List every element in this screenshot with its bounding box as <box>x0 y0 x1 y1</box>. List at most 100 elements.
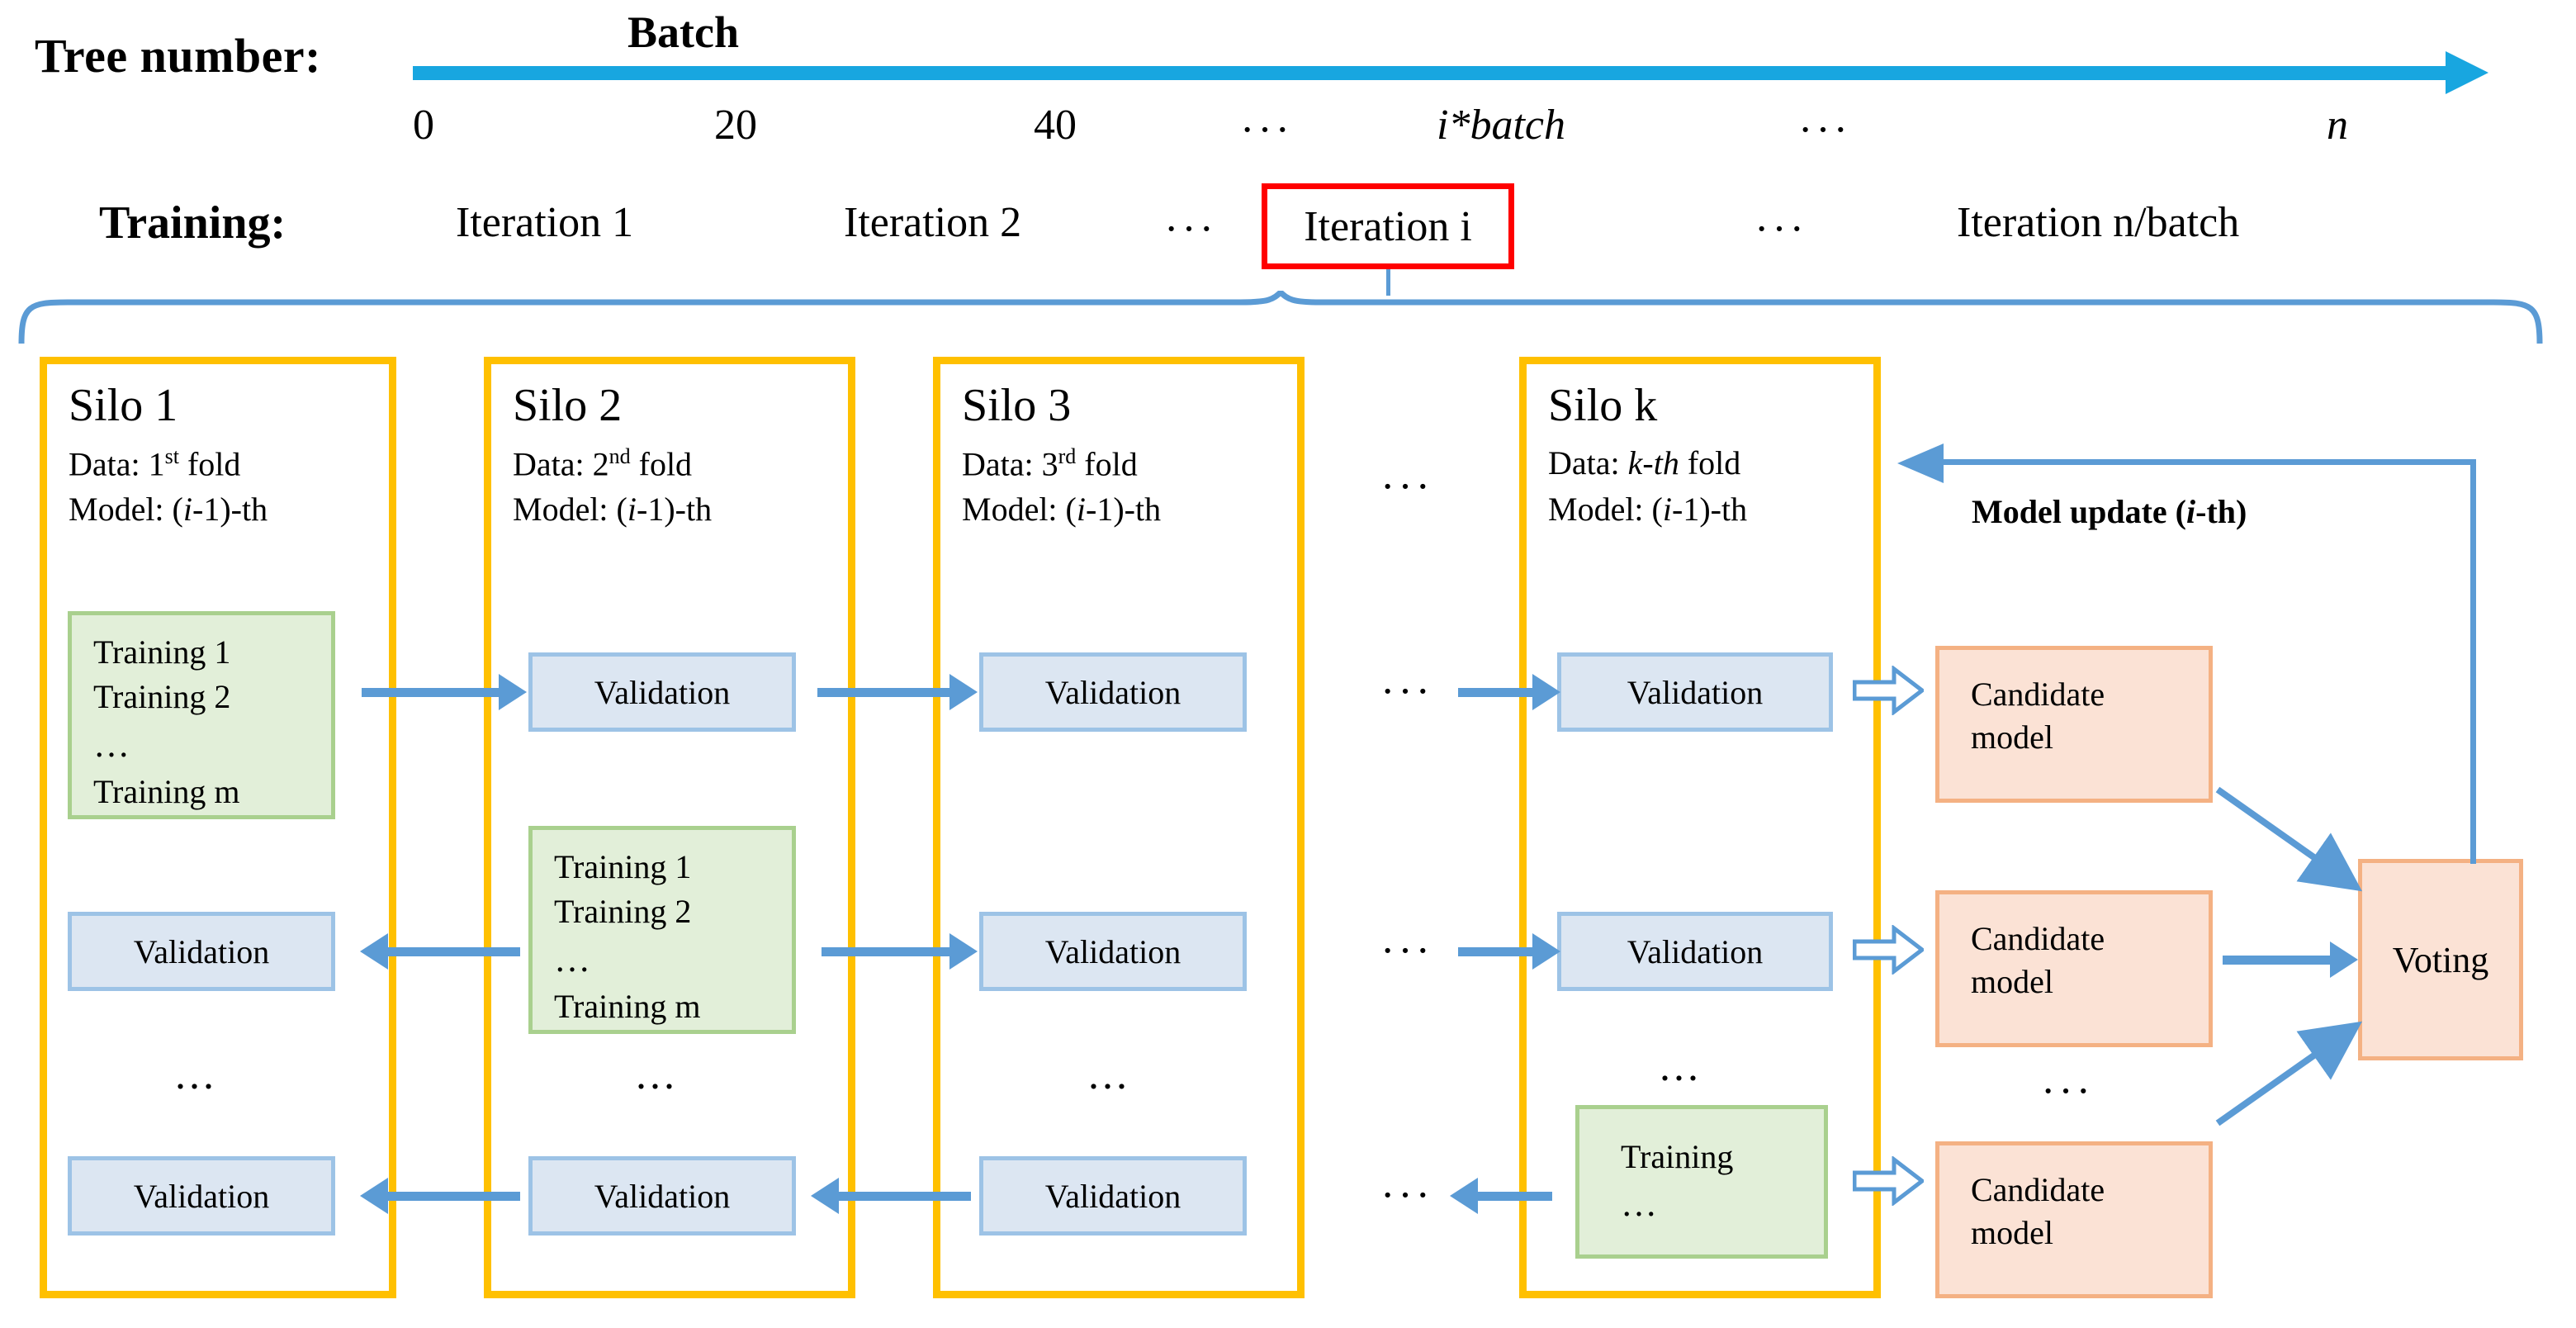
iteration-2-label: Iteration 2 <box>844 199 1022 246</box>
silo-3-validation-top[interactable]: Validation <box>979 652 1247 732</box>
silo-2-model-line: Model: (i-1)-th <box>513 491 713 528</box>
candidate-model-1-line-2: model <box>1971 719 2053 756</box>
silo-1-ellipsis: ... <box>175 1051 217 1098</box>
silo-1-training-line-2: Training 2 <box>93 678 231 716</box>
silo-2-validation-bottom-label: Validation <box>594 1177 731 1215</box>
silo-3-validation-top-label: Validation <box>1044 673 1181 711</box>
arrow-s2-to-s3-shaft <box>817 688 949 697</box>
silo-2-ellipsis: ... <box>636 1051 678 1098</box>
arrow-candidate-1-to-voting <box>2215 786 2363 892</box>
silo-2-training-line-2: Training 2 <box>554 893 692 931</box>
iteration-i-connector <box>1386 269 1390 296</box>
candidate-model-1-box[interactable]: Candidate model <box>1935 646 2213 803</box>
candidate-model-2-box[interactable]: Candidate model <box>1935 890 2213 1047</box>
silo-3-data-prefix: Data: 3 <box>962 445 1058 483</box>
silo-k-model-line: Model: (i-1)-th <box>1548 491 1748 528</box>
silo-2-data-line: Data: 2nd fold <box>513 443 692 485</box>
silo-2-data-suffix: fold <box>630 445 693 483</box>
silo-1-training-line-1: Training 1 <box>93 633 231 671</box>
silo-3-title: Silo 3 <box>962 380 1072 431</box>
silo-3-ellipsis: ... <box>1088 1051 1130 1098</box>
arrow-sk-to-s3-bottom-head <box>1450 1178 1478 1214</box>
silo-2-validation-top-label: Validation <box>594 673 731 711</box>
arrow-s1-to-s2-head <box>499 674 527 710</box>
axis-tick-i-batch: i*batch <box>1437 102 1565 149</box>
silo-3-validation-mid[interactable]: Validation <box>979 912 1247 991</box>
silo-k-training-ellipsis: … <box>1621 1183 1660 1225</box>
candidate-model-1-line-1: Candidate <box>1971 676 2105 713</box>
silo-3-validation-bottom-label: Validation <box>1044 1177 1181 1215</box>
silo-k-validation-top[interactable]: Validation <box>1557 652 1833 732</box>
silo-k-training-box[interactable]: Training … <box>1575 1105 1828 1259</box>
silo-3-model-line: Model: (i-1)-th <box>962 491 1162 528</box>
voting-label: Voting <box>2392 939 2489 980</box>
arrow-candidate-2-to-voting-head <box>2330 941 2358 978</box>
silo-1-validation-mid-label: Validation <box>133 932 270 970</box>
arrow-s2-to-s1-mid-shaft <box>388 947 520 956</box>
silo-1-title: Silo 1 <box>69 380 178 431</box>
silo-3-data-sup: rd <box>1058 444 1077 468</box>
silo-2-data-prefix: Data: 2 <box>513 445 609 483</box>
silo-2-validation-bottom[interactable]: Validation <box>528 1156 796 1236</box>
silo-2-training-line-m: Training m <box>554 987 701 1025</box>
block-arrow-to-candidate-3-icon <box>1853 1156 1924 1206</box>
candidate-model-3-box[interactable]: Candidate model <box>1935 1141 2213 1298</box>
iteration-ellipsis-1: ··· <box>1164 206 1217 253</box>
silo-1-validation-bottom[interactable]: Validation <box>68 1156 335 1236</box>
arrow-s2-to-s1-bottom-head <box>360 1178 388 1214</box>
candidate-model-3-line-2: model <box>1971 1214 2053 1251</box>
iteration-i-highlight-box[interactable]: Iteration i <box>1262 183 1514 269</box>
model-update-path-horizontal <box>1942 459 2474 465</box>
silo-k-validation-mid[interactable]: Validation <box>1557 912 1833 991</box>
silo-1-data-prefix: Data: 1 <box>69 445 165 483</box>
silo-3-validation-bottom[interactable]: Validation <box>979 1156 1247 1236</box>
candidate-gap-ellipsis: ··· <box>2041 1068 2094 1115</box>
arrow-s3-to-sk-mid-head <box>1532 933 1560 970</box>
silo-2-title: Silo 2 <box>513 380 623 431</box>
axis-tick-n: n <box>2327 102 2348 149</box>
arrow-candidate-2-to-voting-shaft <box>2223 956 2330 965</box>
arrow-s2-to-s3-mid-head <box>949 933 978 970</box>
silo-3-box[interactable]: Silo 3 Data: 3rd fold Model: (i-1)-th <box>933 357 1305 1298</box>
silo-1-data-line: Data: 1st fold <box>69 443 240 485</box>
iteration-i-label: Iteration i <box>1304 202 1472 250</box>
silo-1-model-line: Model: (i-1)-th <box>69 491 268 528</box>
iteration-n-batch-label: Iteration n/batch <box>1957 199 2240 246</box>
silo-1-training-box[interactable]: Training 1 Training 2 … Training m <box>68 611 335 819</box>
silo-k-training-line-1: Training <box>1621 1137 1734 1175</box>
arrow-s3-to-sk-shaft <box>1458 688 1532 697</box>
voting-box[interactable]: Voting <box>2358 859 2523 1060</box>
axis-tick-ellipsis-1: ··· <box>1240 107 1293 154</box>
arrow-candidate-3-to-voting <box>2215 1021 2363 1126</box>
silo-1-validation-bottom-label: Validation <box>133 1177 270 1215</box>
silo-k-data-line: Data: k-th fold <box>1548 444 1741 481</box>
silo-gap-ellipsis-3: ··· <box>1380 927 1433 975</box>
silo-2-validation-top[interactable]: Validation <box>528 652 796 732</box>
model-update-label: Model update (i-th) <box>1972 493 2247 530</box>
axis-tick-40: 40 <box>1034 102 1077 149</box>
arrow-s2-to-s3-mid-shaft <box>822 947 949 956</box>
arrow-s3-to-sk-head <box>1532 674 1560 710</box>
silo-1-box[interactable]: Silo 1 Data: 1st fold Model: (i-1)-th <box>40 357 396 1298</box>
silo-2-data-sup: nd <box>608 444 631 468</box>
iteration-ellipsis-2: ··· <box>1754 206 1807 253</box>
tree-number-label: Tree number: <box>35 29 321 83</box>
silo-gap-ellipsis-4: ··· <box>1380 1172 1433 1219</box>
silo-2-training-box[interactable]: Training 1 Training 2 … Training m <box>528 826 796 1034</box>
silo-k-validation-mid-label: Validation <box>1627 932 1764 970</box>
axis-arrow-head-icon <box>2446 51 2488 94</box>
training-row-label: Training: <box>99 197 286 249</box>
silo-gap-ellipsis-1: ··· <box>1380 463 1433 510</box>
arrow-s3-to-s2-bottom-shaft <box>839 1192 971 1201</box>
block-arrow-to-candidate-1-icon <box>1853 666 1924 715</box>
arrow-s2-to-s1-bottom-shaft <box>388 1192 520 1201</box>
silo-3-data-line: Data: 3rd fold <box>962 443 1138 485</box>
arrow-s2-to-s3-head <box>949 674 978 710</box>
model-update-path-vertical <box>2470 459 2476 864</box>
silo-1-data-suffix: fold <box>178 445 241 483</box>
silo-gap-ellipsis-2: ··· <box>1380 668 1433 715</box>
silo-k-validation-top-label: Validation <box>1627 673 1764 711</box>
candidate-model-2-line-2: model <box>1971 963 2053 1000</box>
silo-1-validation-mid[interactable]: Validation <box>68 912 335 991</box>
axis-tick-20: 20 <box>714 102 757 149</box>
